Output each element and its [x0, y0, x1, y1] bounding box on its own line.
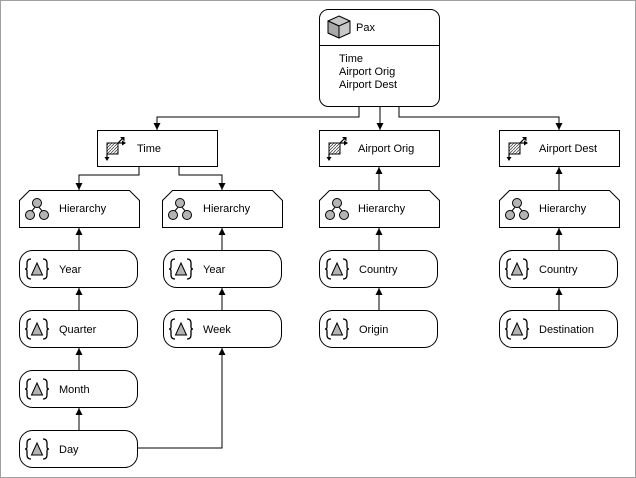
- level-label: Week: [203, 324, 231, 336]
- cube-dimension-time: Time: [339, 53, 363, 65]
- level-label: Year: [203, 264, 226, 276]
- hierarchy-node-orig: Hierarchy: [319, 190, 440, 228]
- level-label: Destination: [539, 324, 594, 336]
- hierarchy-node-dest: Hierarchy: [499, 190, 620, 228]
- level-label: Year: [59, 264, 82, 276]
- level-node-quarter: Quarter: [19, 310, 138, 348]
- dimension-label-airport-dest: Airport Dest: [539, 143, 597, 155]
- level-node-day: Day: [19, 430, 138, 468]
- time-to-hierarchy1-arrow: [75, 167, 140, 190]
- level-node-year-time1: Year: [19, 250, 138, 288]
- level-node-week: Week: [163, 310, 282, 348]
- cube-to-dest-arrow: [398, 107, 563, 130]
- level-label: Month: [59, 384, 90, 396]
- cube-dimension-airport-orig: Airport Orig: [339, 66, 395, 78]
- hierarchy-label: Hierarchy: [203, 203, 251, 215]
- level-node-country-dest: Country: [499, 250, 618, 288]
- cube-to-time-arrow: [153, 107, 360, 130]
- connectors: [75, 107, 563, 449]
- level-node-origin: Origin: [319, 310, 438, 348]
- level-label: Quarter: [59, 324, 97, 336]
- level-node-year-time2: Year: [163, 250, 282, 288]
- level-label: Country: [359, 264, 398, 276]
- cube-node: Pax Time Airport Orig Airport Dest: [319, 9, 440, 107]
- cube-title: Pax: [356, 22, 375, 34]
- dimension-node-airport-dest: Airport Dest: [499, 130, 620, 167]
- level-node-destination: Destination: [499, 310, 618, 348]
- day-to-week-arrow: [138, 348, 226, 449]
- time-to-hierarchy2-arrow: [178, 167, 226, 190]
- hierarchy-label: Hierarchy: [59, 203, 107, 215]
- dimension-label-time: Time: [137, 143, 161, 155]
- hierarchy-label: Hierarchy: [358, 203, 406, 215]
- hierarchy-node-time-1: Hierarchy: [19, 190, 140, 228]
- level-node-month: Month: [19, 370, 138, 408]
- cube-dimension-airport-dest: Airport Dest: [339, 79, 397, 91]
- dimension-node-time: Time: [97, 130, 218, 167]
- level-label: Origin: [359, 324, 388, 336]
- dimension-label-airport-orig: Airport Orig: [358, 143, 414, 155]
- level-label: Day: [59, 444, 79, 456]
- level-label: Country: [539, 264, 578, 276]
- level-node-country-orig: Country: [319, 250, 438, 288]
- dimension-node-airport-orig: Airport Orig: [319, 130, 440, 167]
- hierarchy-node-time-2: Hierarchy: [162, 190, 283, 228]
- hierarchy-label: Hierarchy: [539, 203, 587, 215]
- cube-icon: [327, 15, 351, 39]
